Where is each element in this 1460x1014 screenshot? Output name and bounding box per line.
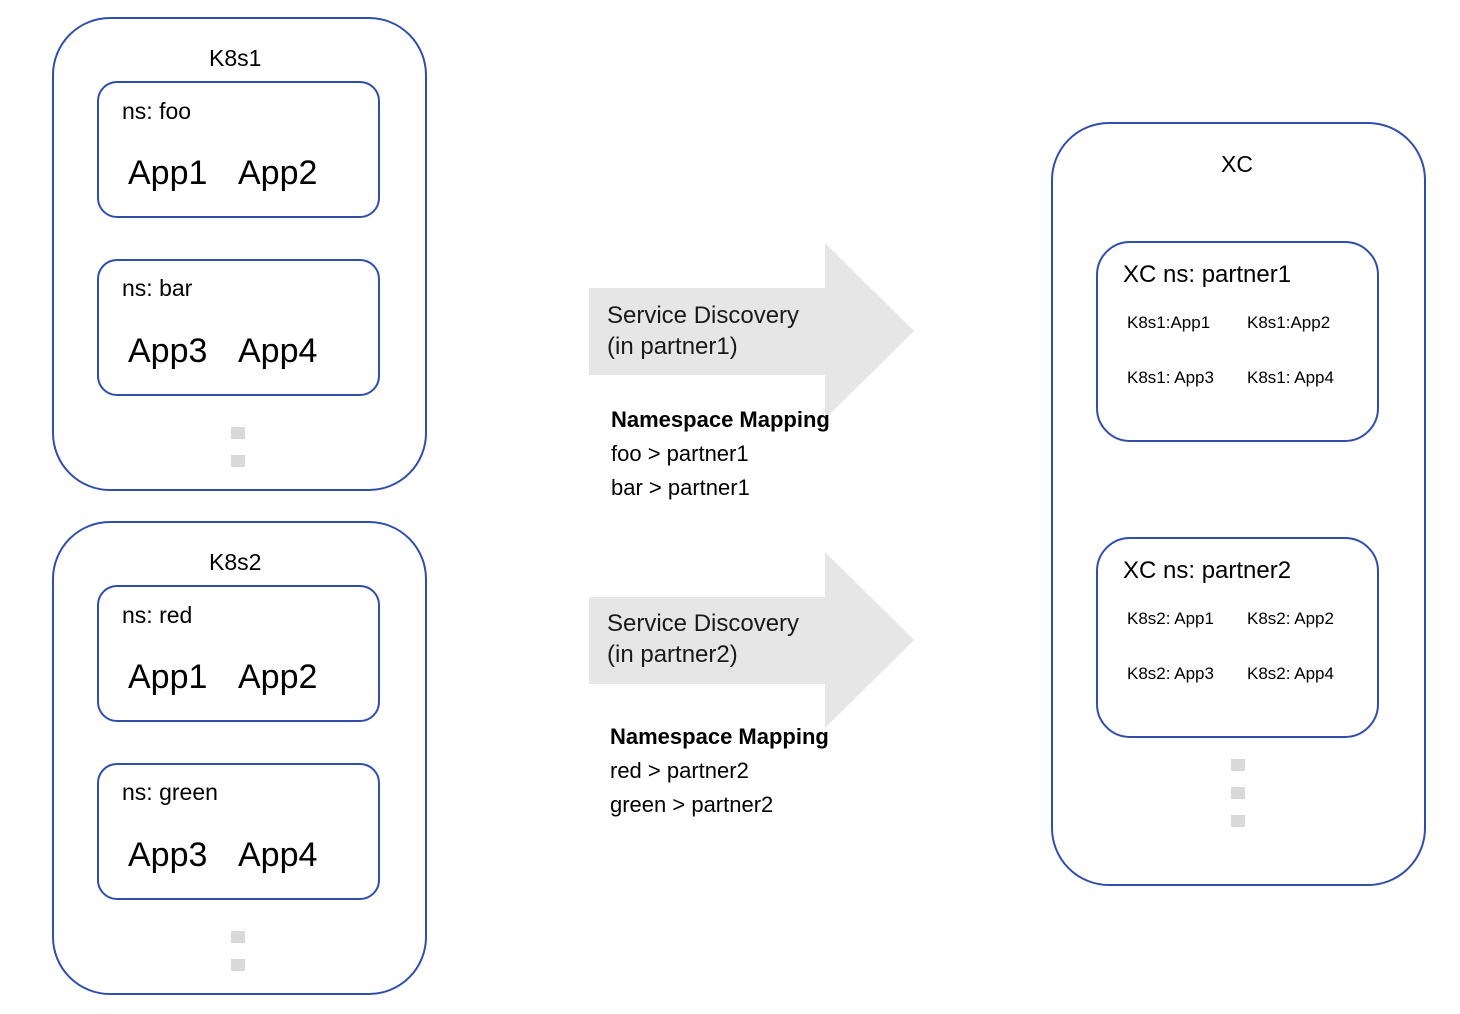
ellipsis-dot [231,931,245,943]
arrow-label: Service Discovery (in partner1) [607,300,799,362]
app-label: App2 [238,658,318,696]
service-label: K8s1:App1 [1127,313,1211,332]
app-label: App3 [128,332,208,370]
xc-namespace-partner1 [1096,241,1379,442]
service-discovery-arrow [589,243,914,419]
service-label: K8s2: App3 [1127,664,1214,683]
mapping-line: green > partner2 [610,792,774,817]
mapping-line: foo > partner1 [611,441,749,466]
namespace-label: ns: foo [122,98,192,124]
ellipsis-dot [1231,787,1245,799]
arrow-label-line: (in partner1) [607,333,738,360]
app-label: App2 [238,154,318,192]
mapping-title: Namespace Mapping [611,407,830,432]
xc-namespace-partner2 [1096,537,1379,738]
app-label: App4 [238,332,318,370]
namespace-box-green [97,763,380,900]
xc-container [1051,122,1426,886]
ellipsis-dot [231,959,245,971]
namespace-box-bar [97,259,380,396]
namespace-label: ns: red [122,602,193,628]
service-label: K8s2: App1 [1127,609,1214,628]
namespace-box-red [97,585,380,722]
app-label: App1 [128,658,208,696]
service-label: K8s2: App4 [1247,664,1334,683]
xc-namespace-label: XC ns: partner2 [1123,557,1292,584]
arrow-label-line: Service Discovery [607,302,800,329]
app-label: App4 [238,836,318,874]
mapping-line: bar > partner1 [611,475,750,500]
mapping-title: Namespace Mapping [610,724,829,749]
cluster-title: K8s1 [209,45,262,71]
ellipsis-dot [1231,759,1245,771]
service-label: K8s1: App3 [1127,368,1214,387]
app-label: App3 [128,836,208,874]
xc-namespace-label: XC ns: partner1 [1123,261,1292,288]
arrow-label: Service Discovery (in partner2) [607,608,799,670]
namespace-box-foo [97,81,380,218]
service-discovery-arrow [589,552,914,728]
ellipsis-dot [231,427,245,439]
xc-title: XC [1221,151,1253,177]
service-label: K8s1:App2 [1247,313,1331,332]
mapping-line: red > partner2 [610,758,749,783]
service-label: K8s2: App2 [1247,609,1334,628]
app-label: App1 [128,154,208,192]
namespace-label: ns: green [122,779,218,805]
ellipsis-dot [231,455,245,467]
cluster-title: K8s2 [209,549,262,575]
arrow-label-line: (in partner2) [607,641,738,668]
namespace-label: ns: bar [122,275,193,301]
arrow-label-line: Service Discovery [607,610,800,637]
service-label: K8s1: App4 [1247,368,1334,387]
ellipsis-dot [1231,815,1245,827]
